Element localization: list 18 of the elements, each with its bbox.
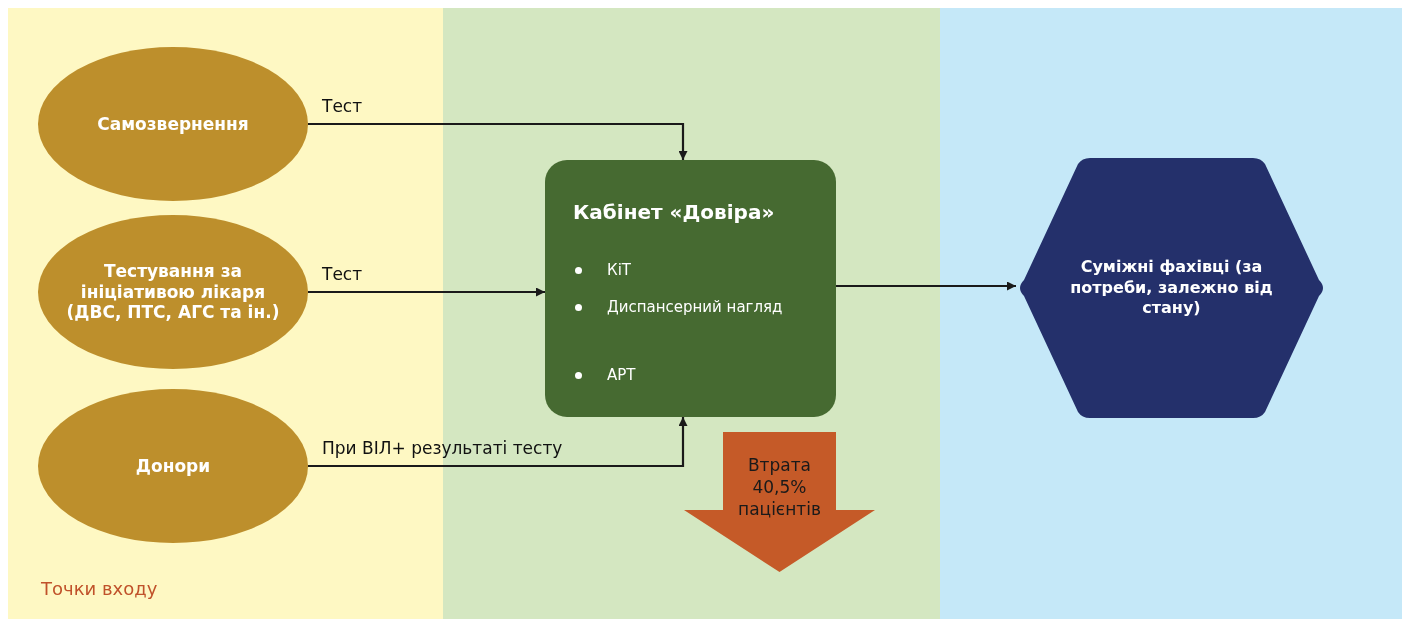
connector-arrow [308, 287, 545, 297]
card-title: Кабінет «Довіра» [573, 200, 775, 224]
node-label: Суміжні фахівці (за потреби, залежно від стану) [1069, 256, 1274, 320]
node-label: Донори [135, 455, 211, 477]
connector-arrow [836, 281, 1016, 291]
node-label: Самозвернення [97, 113, 249, 135]
edge-label: При ВІЛ+ результаті тесту [322, 438, 563, 458]
list-item: АРТ [607, 365, 637, 386]
region-label: Точки входу [41, 578, 158, 599]
edge-label: Тест [322, 96, 363, 116]
loss-label: Втрата 40,5% пацієнтів [737, 453, 822, 521]
connector-arrow [308, 122, 688, 160]
list-item: КіТ [607, 260, 632, 281]
node-label: Тестування за ініціативою лікаря (ДВС, ПТС, АГС та ін.) [65, 261, 281, 323]
edge-label: Тест [322, 264, 363, 284]
process-card [545, 160, 836, 417]
connector-arrow [308, 417, 688, 468]
list-item: Диспансерний нагляд [607, 297, 784, 318]
